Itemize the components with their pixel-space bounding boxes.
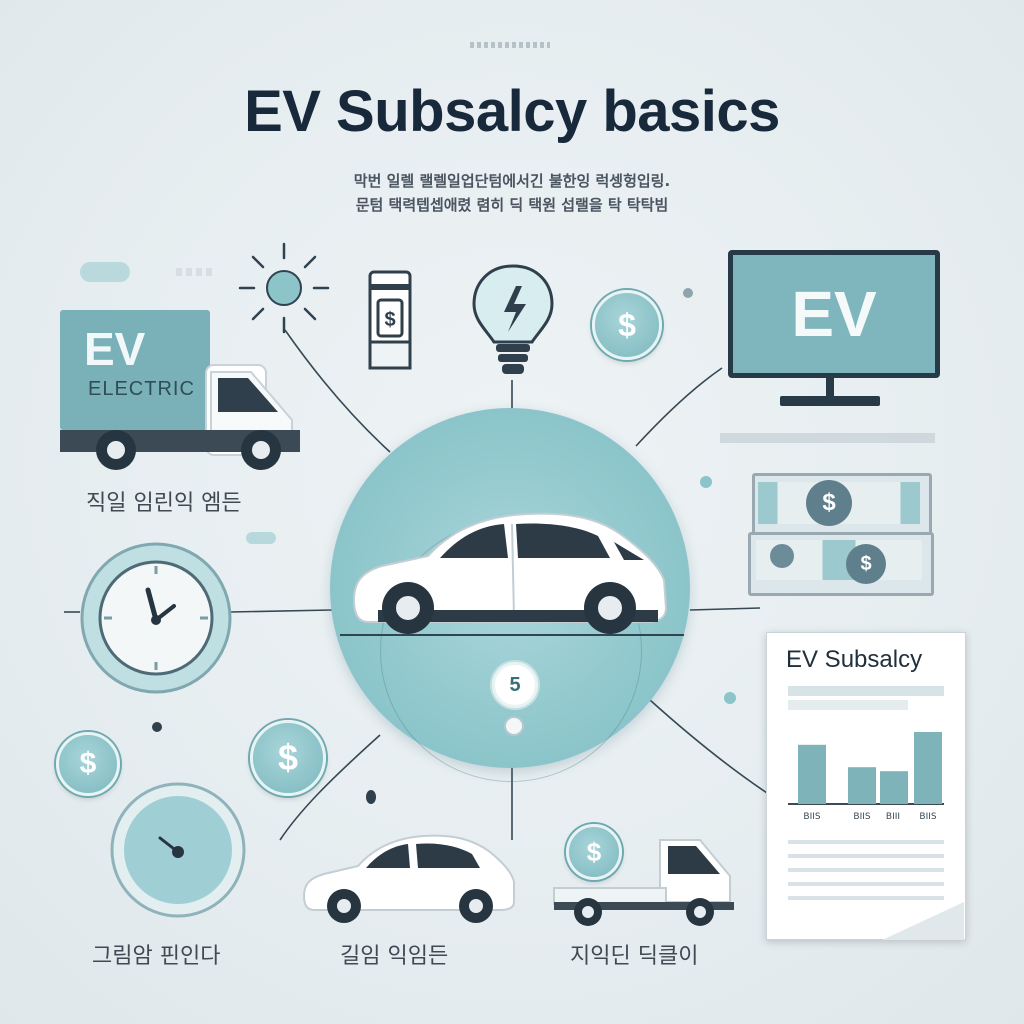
subtitle-line-1: 막번 일렐 랠렐일업단텀에서긴 불한잉 럭셍헝입링. bbox=[353, 172, 671, 190]
doc-heading-bar-2 bbox=[788, 700, 908, 710]
charger-dollar-text: $ bbox=[384, 309, 395, 331]
ev-monitor-screen: EV bbox=[728, 250, 940, 378]
chart-tick-label: BIII bbox=[885, 812, 901, 822]
chart-tick-label: BIIS bbox=[853, 812, 871, 822]
document-bar-chart bbox=[788, 732, 944, 805]
gauge-icon bbox=[110, 782, 246, 918]
doc-heading-bar-1 bbox=[788, 686, 944, 696]
truck-pill bbox=[80, 262, 130, 282]
dollar-coin-medium-icon: $ bbox=[250, 720, 326, 796]
monitor-ev-text: EV bbox=[791, 278, 877, 350]
chart-bar bbox=[914, 732, 942, 804]
bill-bottom-dollar-icon: $ bbox=[846, 544, 886, 584]
monitor-neck bbox=[826, 376, 834, 398]
decor-dot-right bbox=[700, 476, 712, 488]
caption-bottom-right: 지익딘 딕클이 bbox=[570, 944, 699, 969]
line-hub-to-doc bbox=[649, 699, 771, 796]
truck-caption: 직일 임린익 엠든 bbox=[86, 491, 242, 516]
hub-ground-line bbox=[340, 634, 684, 636]
bill-top-dollar-icon: $ bbox=[806, 480, 852, 526]
caption-bottom-left: 그림암 핀인다 bbox=[92, 944, 221, 969]
chart-bar bbox=[848, 767, 876, 804]
flatbed-truck-icon bbox=[553, 839, 734, 926]
truck-dollar-coin-icon: $ bbox=[566, 824, 622, 880]
document-title: EV Subsalcy bbox=[786, 646, 923, 673]
line-clock-to-hub bbox=[229, 609, 333, 613]
bill-bottom-small-coin bbox=[770, 544, 794, 568]
sun-icon bbox=[238, 242, 330, 334]
hub-car-icon bbox=[352, 512, 668, 634]
line-hub-to-gauge bbox=[279, 734, 381, 841]
dollar-coin-icon: $ bbox=[592, 290, 662, 360]
charger-icon: $ bbox=[368, 270, 412, 370]
dollar-coin-small-icon: $ bbox=[56, 732, 120, 796]
chart-tick-label: BIIS bbox=[803, 812, 821, 822]
monitor-base bbox=[780, 396, 880, 406]
decor-dot-right-2 bbox=[724, 692, 736, 704]
hub-node-dot bbox=[504, 716, 524, 736]
hub-coin-icon: 5 bbox=[492, 662, 538, 708]
line-sun-to-hub bbox=[284, 329, 391, 453]
decor-dot bbox=[683, 288, 693, 298]
title-dots bbox=[470, 42, 550, 48]
truck-ev-text: EV bbox=[84, 323, 146, 375]
subtitle-line-2: 문텀 택력텝셉애렸 렴히 딕 택원 섭랠을 탁 탁탁빔 bbox=[355, 196, 669, 214]
truck-caption-dots bbox=[246, 532, 276, 544]
line-monitor-to-hub bbox=[635, 367, 723, 447]
chart-tick-label: BIIS bbox=[919, 812, 937, 822]
bottom-car-icon bbox=[302, 834, 515, 923]
decor-dot-left bbox=[152, 722, 162, 732]
page-title: EV Subsalcy basics bbox=[244, 79, 780, 144]
clock-icon bbox=[80, 542, 232, 694]
truck-dashes bbox=[176, 268, 212, 276]
document-page-curl bbox=[882, 902, 964, 940]
doc-text-lines bbox=[788, 840, 944, 900]
decor-dot-center bbox=[366, 790, 376, 804]
caption-bottom-center: 길임 익임든 bbox=[340, 944, 449, 969]
chart-bar bbox=[798, 744, 826, 804]
chart-bar bbox=[880, 771, 908, 804]
truck-electric-text: ELECTRIC bbox=[88, 378, 195, 400]
delivery-truck-icon bbox=[60, 364, 300, 470]
truck-cargo-box bbox=[60, 310, 210, 430]
lightbulb-icon bbox=[472, 264, 554, 374]
line-hub-to-bills bbox=[689, 607, 761, 611]
